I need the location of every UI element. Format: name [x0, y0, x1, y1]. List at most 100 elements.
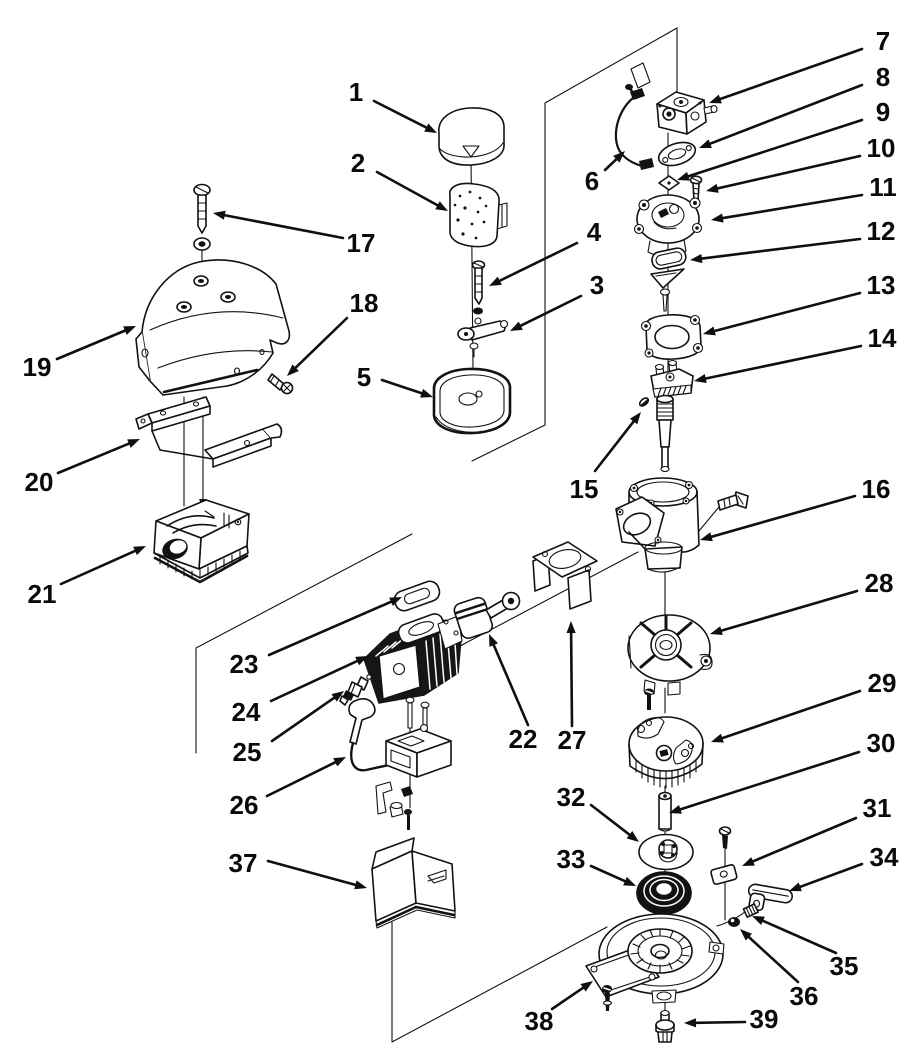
part-diaphragm: [650, 268, 685, 312]
part-filter-screw: [471, 260, 486, 325]
callout-12: 12: [690, 216, 895, 264]
leader-line-18: [294, 316, 349, 369]
part-flywheel: [628, 716, 704, 789]
part-mount-bracket: [135, 396, 283, 468]
part-crankshaft: [656, 394, 674, 473]
leader-arrowhead-16: [700, 532, 713, 542]
leader-arrowhead-7: [709, 94, 722, 104]
leader-arrowhead-32: [626, 831, 639, 842]
callout-21: 21: [28, 546, 146, 609]
leader-line-4: [498, 241, 579, 283]
leader-line-6: [603, 157, 618, 172]
leader-line-23: [267, 600, 393, 657]
callout-label-34: 34: [870, 842, 899, 872]
leader-line-14: [704, 344, 863, 380]
leader-arrowhead-13: [703, 326, 716, 336]
part-carburetor: [656, 91, 718, 135]
leader-arrowhead-4: [489, 276, 502, 286]
callout-label-30: 30: [867, 728, 896, 758]
leader-line-11: [721, 193, 864, 220]
leader-arrowhead-27: [566, 621, 576, 634]
callout-30: 30: [669, 728, 895, 814]
callout-29: 29: [711, 668, 897, 743]
leader-line-16: [710, 494, 857, 539]
leader-arrowhead-6: [613, 151, 625, 163]
part-shroud-bolt: [193, 183, 211, 251]
callout-label-20: 20: [25, 467, 54, 497]
leader-arrowhead-23: [389, 597, 402, 607]
callout-35: 35: [752, 916, 858, 981]
callout-label-19: 19: [23, 352, 52, 382]
leader-line-9: [687, 118, 864, 178]
callout-32: 32: [557, 782, 639, 842]
callout-label-11: 11: [869, 172, 897, 202]
leader-line-29: [721, 689, 862, 740]
leader-line-25: [270, 696, 336, 743]
leader-line-35: [761, 919, 838, 955]
part-ground-wire: [614, 62, 654, 170]
leader-arrowhead-25: [331, 691, 344, 702]
callout-label-29: 29: [868, 668, 897, 698]
part-primer-base: [633, 194, 703, 258]
leader-arrowhead-30: [669, 804, 682, 814]
callout-1: 1: [349, 77, 437, 133]
callout-label-16: 16: [862, 474, 891, 504]
callout-34: 34: [789, 842, 899, 892]
callout-label-24: 24: [232, 697, 261, 727]
callout-23: 23: [230, 597, 402, 679]
part-housing-bolt: [602, 985, 613, 1011]
leader-arrowhead-3: [510, 321, 523, 331]
leader-arrowhead-22: [489, 634, 498, 647]
leader-line-10: [716, 154, 862, 190]
part-muffler: [153, 499, 250, 584]
callout-label-39: 39: [750, 1004, 779, 1034]
part-intake-gasket: [393, 580, 441, 612]
part-mount-bolt: [655, 1009, 675, 1043]
leader-line-20: [56, 442, 131, 475]
leader-arrowhead-8: [699, 139, 712, 148]
callout-label-27: 27: [558, 725, 587, 755]
callout-2: 2: [351, 148, 448, 211]
callout-10: 10: [706, 133, 895, 193]
leader-line-7: [719, 47, 864, 101]
leader-line-34: [798, 862, 864, 889]
leader-arrowhead-24: [355, 656, 368, 666]
callout-label-26: 26: [230, 790, 259, 820]
callout-28: 28: [710, 568, 893, 636]
part-carb-gasket: [657, 141, 697, 167]
callout-label-23: 23: [230, 649, 259, 679]
leader-line-24: [269, 659, 359, 703]
leader-arrowhead-12: [690, 253, 703, 264]
part-starter-pulley: [638, 833, 694, 871]
leader-arrowhead-18: [287, 364, 299, 376]
callout-4: 4: [489, 217, 602, 286]
part-air-deflector: [371, 837, 456, 929]
callout-24: 24: [232, 656, 368, 727]
leader-arrowhead-1: [424, 123, 437, 133]
part-spacer-tube: [658, 791, 672, 832]
leader-line-15: [593, 420, 635, 473]
leader-arrowhead-38: [580, 981, 593, 992]
callout-25: 25: [233, 691, 344, 767]
callout-17: 17: [213, 210, 375, 258]
callout-label-38: 38: [525, 1006, 554, 1036]
part-shroud-screw: [267, 373, 294, 395]
leader-arrowhead-36: [740, 929, 752, 941]
leader-arrowhead-31: [742, 857, 755, 866]
callout-label-7: 7: [876, 26, 890, 56]
callout-22: 22: [489, 634, 537, 754]
leader-line-28: [720, 589, 859, 632]
callout-label-2: 2: [351, 148, 365, 178]
callout-label-6: 6: [585, 166, 599, 196]
leader-line-22: [492, 643, 530, 727]
part-woodruff-key: [638, 397, 650, 407]
leader-line-37: [266, 859, 357, 887]
callout-37: 37: [229, 848, 367, 890]
callout-27: 27: [558, 621, 587, 755]
part-air-cleaner-cover: [438, 107, 505, 166]
part-spark-plug: [339, 674, 372, 706]
callout-label-15: 15: [570, 474, 599, 504]
callout-label-25: 25: [233, 737, 262, 767]
part-crankcase: [615, 477, 700, 573]
